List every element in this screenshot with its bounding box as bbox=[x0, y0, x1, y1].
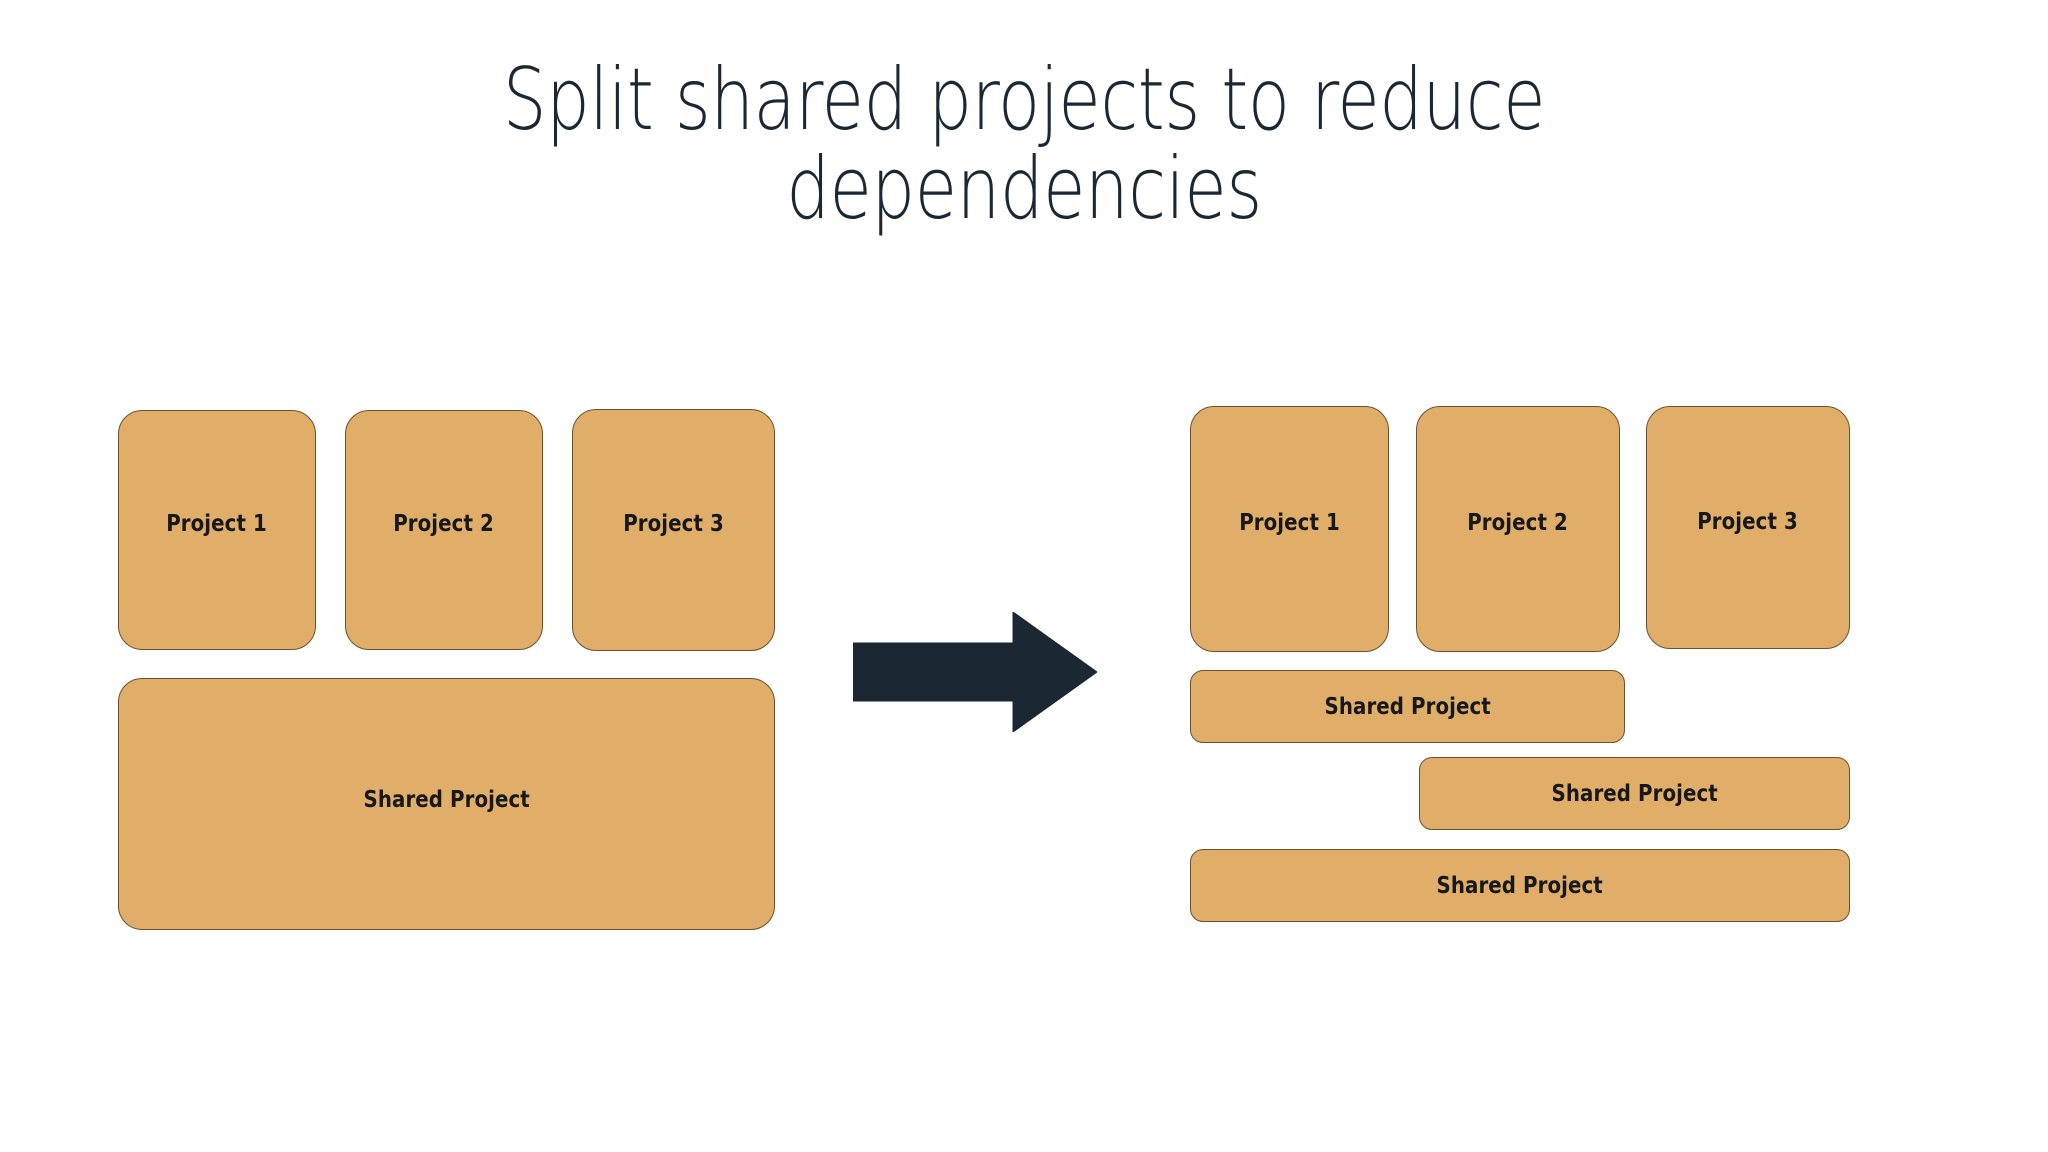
after-project-3-label: Project 3 bbox=[1697, 508, 1799, 535]
after-project-2-label: Project 2 bbox=[1467, 510, 1569, 536]
after-project-3[interactable]: Project 3 bbox=[1646, 406, 1850, 649]
before-project-2-label: Project 2 bbox=[393, 511, 495, 537]
after-project-1-label: Project 1 bbox=[1239, 510, 1340, 536]
before-project-1-label: Project 1 bbox=[166, 511, 268, 537]
before-project-1[interactable]: Project 1 bbox=[118, 410, 316, 650]
after-project-2[interactable]: Project 2 bbox=[1416, 406, 1620, 652]
right-arrow-icon bbox=[853, 612, 1097, 732]
transformation-arrow bbox=[853, 612, 1097, 732]
before-shared-project-1-label: Shared Project bbox=[363, 787, 530, 813]
after-shared-project-2[interactable]: Shared Project bbox=[1419, 757, 1850, 830]
after-project-1[interactable]: Project 1 bbox=[1190, 406, 1389, 652]
after-shared-project-1[interactable]: Shared Project bbox=[1190, 670, 1625, 743]
before-project-3-label: Project 3 bbox=[623, 511, 724, 537]
before-shared-project-1[interactable]: Shared Project bbox=[118, 678, 775, 930]
before-project-3[interactable]: Project 3 bbox=[572, 409, 775, 651]
after-shared-project-2-label: Shared Project bbox=[1551, 780, 1718, 807]
before-project-2[interactable]: Project 2 bbox=[345, 410, 543, 650]
page-title: Split shared projects to reduce dependen… bbox=[502, 50, 1546, 240]
after-shared-project-1-label: Shared Project bbox=[1324, 693, 1491, 720]
after-shared-project-3-label: Shared Project bbox=[1436, 872, 1604, 899]
after-shared-project-3[interactable]: Shared Project bbox=[1190, 849, 1850, 922]
